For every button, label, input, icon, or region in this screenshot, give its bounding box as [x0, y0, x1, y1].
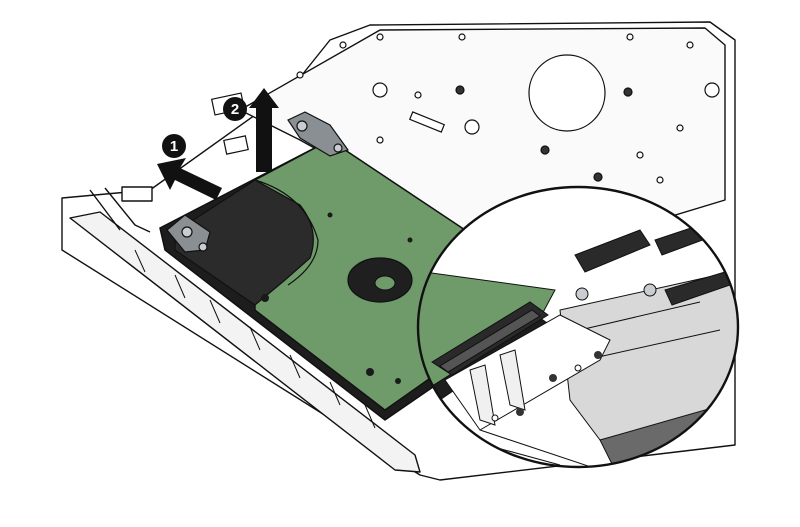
- step-2-label: 2: [231, 101, 239, 118]
- screw-icon: [181, 226, 193, 238]
- step-1-badge: 1: [162, 134, 186, 158]
- step-1-label: 1: [170, 138, 178, 155]
- connector-detail: [418, 187, 738, 467]
- chassis-screws: [210, 33, 720, 218]
- drive-cover: [174, 179, 314, 306]
- magnify-circle-icon: [416, 185, 740, 469]
- arrow-slide-icon: [157, 158, 222, 200]
- arrow-lift-icon: [249, 88, 279, 172]
- drive-bracket-rear: [287, 111, 349, 157]
- step-2-badge: 2: [223, 97, 247, 121]
- drive-bracket-front: [166, 214, 211, 253]
